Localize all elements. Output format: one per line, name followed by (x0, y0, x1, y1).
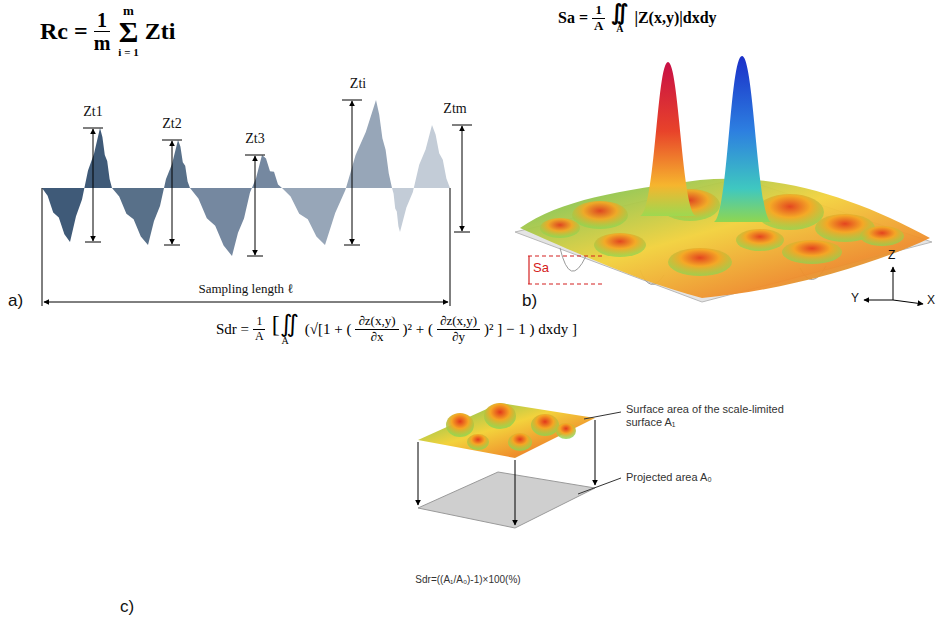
formula-term: )² + ( (401, 321, 435, 338)
formula-term: Sdr = (214, 321, 251, 338)
height-marker (342, 100, 362, 245)
formula-term: ∂y (450, 330, 467, 344)
formula-term: m (92, 32, 113, 54)
height-label: Zt2 (162, 116, 181, 132)
surface-bump (668, 248, 732, 276)
surface-bump (594, 233, 646, 257)
surface-bump (572, 201, 628, 229)
height-marker (83, 128, 103, 242)
surface-bump (467, 434, 489, 450)
length-tick (42, 188, 43, 306)
formula-term: Σ (117, 17, 141, 47)
formula-term: i = 1 (116, 47, 140, 58)
formula-term: (√[1 + ( (303, 321, 354, 338)
surface-bump (484, 403, 516, 429)
profile-element (42, 128, 112, 242)
formula-note: Sdr=((A₁/A₀)-1)×100(%) (415, 574, 520, 586)
operator-stack: ∬A (609, 2, 630, 34)
operator-stack: [∬A (270, 312, 301, 346)
fraction: ∂z(x,y)∂x (355, 314, 398, 344)
surface-bump (782, 240, 842, 264)
surface-bump (540, 218, 580, 238)
surface-bump (756, 194, 824, 230)
axes (864, 267, 923, 304)
projected-area (418, 472, 595, 528)
formula-term: |Z(x,y)|dxdy (632, 9, 718, 27)
formula-term: Sa = (556, 9, 590, 27)
leader-line (584, 412, 621, 419)
sa-bracket (528, 256, 602, 284)
fraction: 1A (592, 3, 605, 33)
formula-term: ∂z(x,y) (355, 314, 398, 329)
formula-term: m (121, 4, 136, 17)
panel-letter: b) (522, 291, 537, 311)
profile-element (282, 100, 392, 245)
surface-bump (736, 229, 784, 251)
formula-term: [∬ (270, 312, 301, 336)
blue-peak (714, 56, 771, 222)
formula-term: A (280, 336, 291, 346)
leader-line (578, 478, 621, 494)
surface-bump (531, 414, 559, 436)
formula-term: A (592, 19, 605, 33)
profile-element (190, 155, 282, 256)
formula-term: ∬ (609, 2, 630, 24)
height-marker (245, 155, 265, 256)
length-tick (450, 188, 451, 306)
formula-term: 1 (94, 9, 110, 32)
fraction: 1m (92, 9, 113, 54)
callout-label: Projected area A₀ (626, 471, 712, 484)
formula-term: Rc = (38, 18, 90, 44)
axis-label: Y (851, 292, 859, 306)
formula: Rc =1mmΣi = 1Zti (38, 4, 177, 58)
panel-letter: a) (8, 291, 23, 311)
height-marker (452, 125, 472, 232)
fraction: ∂z(x,y)∂y (437, 314, 480, 344)
height-label: Zti (350, 76, 366, 92)
surface-bump (556, 423, 576, 439)
height-label: Ztm (443, 101, 466, 117)
formula-term: 1 (253, 315, 265, 329)
formula-term: ∂x (368, 330, 385, 344)
formula-term: 1 (592, 3, 605, 18)
scale-limited-surface (418, 403, 595, 458)
sampling-length-arrow (44, 302, 448, 303)
formula: Sa =1A∬A|Z(x,y)|dxdy (556, 2, 719, 34)
surface-3d-small (418, 403, 621, 528)
height-label: Zt3 (245, 131, 264, 147)
profile-element (392, 125, 450, 232)
formula-term: ∂z(x,y) (437, 314, 480, 329)
sa-label: Sa (533, 261, 549, 276)
formula: Sdr =1A[∬A(√[1 + (∂z(x,y)∂x)² + (∂z(x,y)… (214, 312, 579, 346)
surface-bumps (446, 403, 576, 451)
formula-term: A (253, 330, 266, 343)
formula-term: )² ] − 1 ) dxdy ] (482, 321, 579, 338)
panel-letter: c) (120, 597, 134, 617)
axis-label: X (927, 294, 935, 308)
profile-element (112, 140, 190, 245)
red-peak (640, 62, 696, 216)
operator-stack: mΣi = 1 (116, 4, 140, 58)
formula-term: Zti (143, 18, 178, 44)
surface-3d (515, 56, 932, 302)
roughness-profile (42, 100, 450, 256)
height-label: Zt1 (83, 104, 102, 120)
dimension-label: Sampling length ℓ (198, 282, 293, 297)
callout-label: Surface area of the scale-limited surfac… (626, 403, 794, 428)
surface-bump (508, 433, 532, 451)
height-marker (162, 140, 182, 245)
axis-label: Z (888, 249, 895, 263)
surface-bump (860, 226, 904, 246)
peak-valley-heights (83, 100, 472, 256)
surface-bump (446, 413, 474, 437)
fraction: 1A (253, 315, 266, 342)
formula-term: A (614, 24, 625, 34)
